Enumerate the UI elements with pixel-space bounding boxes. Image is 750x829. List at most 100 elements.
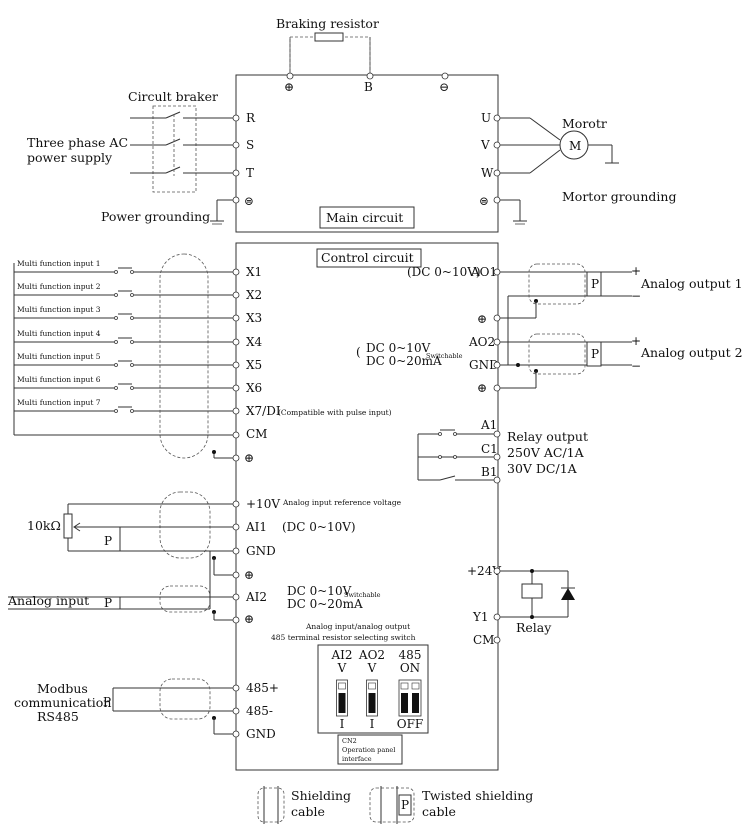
analog-output-1-label: Analog output 1 bbox=[640, 276, 743, 291]
multi-input-contact bbox=[130, 363, 134, 367]
multi-input-terminal bbox=[232, 291, 240, 299]
dip-switch-slot bbox=[400, 682, 409, 690]
relay-output-wiring bbox=[417, 429, 501, 484]
multi-input-contact bbox=[114, 363, 118, 367]
multi-input-contact bbox=[130, 293, 134, 297]
multi-input-terminal bbox=[232, 314, 240, 322]
multi-input-contact bbox=[114, 293, 118, 297]
motor-m: M bbox=[569, 139, 581, 153]
multi-input-terminal-label: X4 bbox=[246, 335, 263, 349]
relay-rating-dc: 30V DC/1A bbox=[507, 461, 578, 476]
multi-input-contact bbox=[130, 270, 134, 274]
cn2-box bbox=[337, 734, 403, 765]
dip-switch-slot bbox=[338, 682, 346, 690]
terminal-v: V bbox=[480, 138, 490, 152]
main-circuit-label: Main circuit bbox=[326, 210, 403, 225]
terminal-ai2: AI2 bbox=[245, 590, 267, 604]
dip-switch-top-label: ON bbox=[400, 661, 420, 675]
circuit-breaker bbox=[152, 105, 197, 193]
braking-resistor-label: Braking resistor bbox=[276, 16, 379, 31]
control-circuit-label: Control circuit bbox=[321, 250, 414, 265]
dip-switch-lever bbox=[401, 693, 408, 713]
multi-input-label: Multi function input 3 bbox=[17, 305, 101, 314]
p-ai1: P bbox=[104, 534, 112, 548]
ao-wiring bbox=[493, 263, 632, 392]
dip-switch-name: AI2 bbox=[330, 648, 352, 662]
p-ao1: P bbox=[591, 277, 599, 291]
dip-switch-slot bbox=[411, 682, 420, 690]
terminal-485p: 485+ bbox=[246, 681, 279, 695]
modbus-line3: RS485 bbox=[37, 709, 79, 724]
ao1-range: (DC 0~10V) bbox=[407, 265, 481, 279]
control-circuit-label-box bbox=[316, 248, 422, 268]
supply-wires bbox=[130, 111, 240, 225]
legend-shielding-line2: cable bbox=[291, 804, 325, 819]
terminal-ai1: AI1 bbox=[245, 520, 267, 534]
legend-shielding-cable bbox=[257, 786, 285, 824]
multi-input-terminal bbox=[232, 361, 240, 369]
ao1-plus: + bbox=[631, 264, 641, 278]
terminal-c1: C1 bbox=[481, 442, 498, 456]
modbus-line1: Modbus bbox=[37, 681, 88, 696]
analog-output-2-label: Analog output 2 bbox=[640, 345, 743, 360]
dip-switch-bottom-label: OFF bbox=[397, 717, 424, 731]
multi-input-terminal bbox=[232, 338, 240, 346]
multi-input-contact bbox=[130, 340, 134, 344]
dip-switch-name: 485 bbox=[399, 648, 422, 662]
multi-input-terminal-label: X6 bbox=[246, 381, 262, 395]
dip-switch-bottom-label: I bbox=[370, 717, 375, 731]
multi-input-contact bbox=[130, 409, 134, 413]
p-ai2: P bbox=[104, 596, 112, 610]
terminal-gnd-485: GND bbox=[246, 727, 276, 741]
ao2-range2: DC 0~20mA bbox=[366, 354, 442, 368]
ao2-plus: + bbox=[631, 334, 641, 348]
multi-input-contact bbox=[114, 409, 118, 413]
shield-inputs bbox=[159, 253, 209, 459]
legend-twisted-line1: Twisted shielding bbox=[422, 788, 533, 803]
relay-coil-wiring bbox=[493, 567, 575, 644]
terminal-pe-inputs: ⊕ bbox=[244, 451, 254, 465]
x7-note: (Compatible with pulse input) bbox=[278, 408, 392, 417]
multi-input-label: Multi function input 2 bbox=[17, 282, 101, 291]
terminal-485m: 485- bbox=[246, 704, 273, 718]
multi-input-label: Multi function input 1 bbox=[17, 259, 101, 268]
legend-twisted-cable bbox=[369, 786, 415, 824]
terminal-pe-ao1: ⊕ bbox=[477, 312, 487, 326]
multi-input-label: Multi function input 4 bbox=[17, 329, 101, 338]
motor-grounding-label: Mortor grounding bbox=[562, 189, 676, 204]
terminal-gnd-ai: GND bbox=[246, 544, 276, 558]
multi-input-terminal-label: X3 bbox=[246, 311, 262, 325]
dip-switch-lever bbox=[368, 693, 376, 713]
motor-label: Morotr bbox=[562, 116, 607, 131]
terminal-24v: +24V bbox=[467, 564, 501, 578]
ai2-range1: DC 0~10V bbox=[287, 584, 352, 598]
dip-switch-slot bbox=[368, 682, 376, 690]
resistor-10k-label: 10kΩ bbox=[27, 518, 61, 533]
multi-input-label: Multi function input 7 bbox=[17, 398, 101, 407]
legend-shielding-line1: Shielding bbox=[291, 788, 351, 803]
multi-input-label: Multi function input 5 bbox=[17, 352, 101, 361]
ao1-minus: − bbox=[631, 289, 641, 303]
braking-resistor bbox=[289, 32, 371, 78]
dip-switch-top-label: V bbox=[337, 661, 347, 675]
ac-supply-line1: Three phase AC bbox=[27, 135, 128, 150]
terminal-b: B bbox=[364, 80, 373, 94]
op-panel-line2: interface bbox=[342, 755, 372, 763]
terminal-ao1: AO1 bbox=[470, 265, 497, 279]
dip-switch-name: AO2 bbox=[358, 648, 385, 662]
multi-input-terminal-label: X5 bbox=[246, 358, 262, 372]
rs485-wiring bbox=[112, 678, 240, 738]
relay-label: Relay bbox=[516, 620, 552, 635]
terminal-minus: ⊖ bbox=[439, 80, 449, 94]
terminal-10v: +10V bbox=[246, 497, 280, 511]
terminal-plus: ⊕ bbox=[284, 80, 294, 94]
op-panel-line1: Operation panel bbox=[342, 746, 395, 754]
analog-input-label: Analog input bbox=[7, 593, 89, 608]
main-top-terminals bbox=[286, 72, 449, 80]
terminal-a1: A1 bbox=[480, 418, 497, 432]
multi-input-contact bbox=[114, 340, 118, 344]
ac-supply-line2: power supply bbox=[27, 150, 113, 165]
